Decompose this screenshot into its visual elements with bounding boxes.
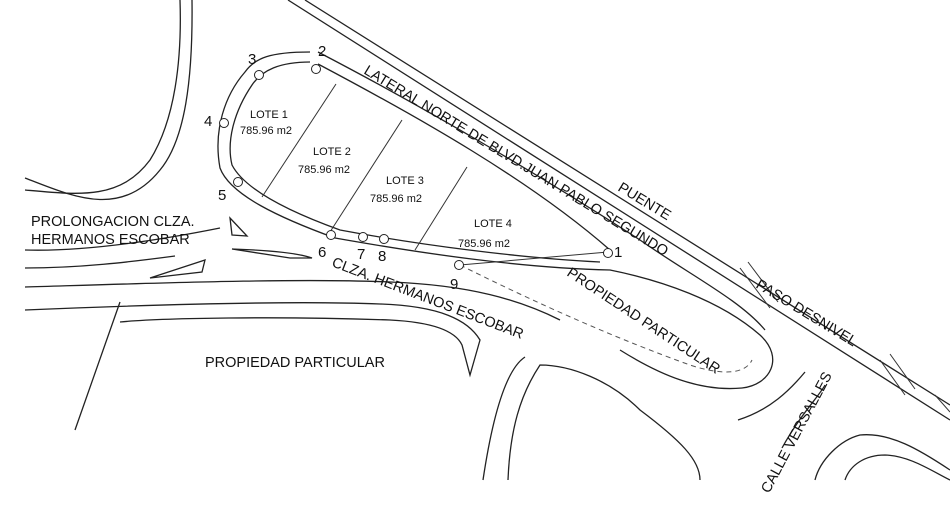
propiedad-particular-left: PROPIEDAD PARTICULAR <box>205 355 385 371</box>
lot-labels: LOTE 1 785.96 m2 LOTE 2 785.96 m2 LOTE 3… <box>240 109 512 250</box>
survey-point-8 <box>379 234 389 244</box>
point-label-2: 2 <box>318 43 326 60</box>
propiedad-particular-right: PROPIEDAD PARTICULAR <box>564 265 723 378</box>
lot-4-area: 785.96 m2 <box>458 238 510 250</box>
point-labels: 1 2 3 4 5 6 7 8 9 <box>204 43 622 293</box>
lot-3-area: 785.96 m2 <box>370 193 422 205</box>
survey-point-6 <box>326 230 336 240</box>
prolongacion-edge <box>24 227 221 251</box>
survey-point-1 <box>603 248 613 258</box>
point-label-6: 6 <box>318 244 326 261</box>
point-label-8: 8 <box>378 248 386 265</box>
point-label-1: 1 <box>614 244 622 261</box>
calle-versalles-label: CALLE VERSALLES <box>758 370 835 496</box>
survey-point-4 <box>219 118 229 128</box>
lateral-norte-label: LATERAL NORTE DE BLVD.JUAN PABLO SEGUNDO <box>361 63 671 260</box>
survey-point-5 <box>233 177 243 187</box>
point-label-9: 9 <box>450 276 458 293</box>
versalles-curve <box>737 371 806 421</box>
point-label-4: 4 <box>204 113 212 130</box>
point-label-7: 7 <box>357 246 365 263</box>
lower-road-left <box>482 356 526 481</box>
survey-point-3 <box>254 70 264 80</box>
lot-3-name: LOTE 3 <box>386 175 424 187</box>
survey-point-9 <box>454 260 464 270</box>
prolongacion-label-line1: PROLONGACION CLZA. <box>31 214 195 230</box>
traffic-islands <box>149 216 313 279</box>
lot-1-area: 785.96 m2 <box>240 125 292 137</box>
boulevard-lines <box>287 0 950 421</box>
point-label-3: 3 <box>248 51 256 68</box>
clza-hermanos-escobar-label: CLZA. HERMANOS ESCOBAR <box>330 255 526 343</box>
lot-2-name: LOTE 2 <box>313 146 351 158</box>
survey-points <box>219 64 613 270</box>
survey-point-2 <box>311 64 321 74</box>
point-label-5: 5 <box>218 187 226 204</box>
avenue-lower-edge <box>24 302 481 378</box>
prolongacion-label-line2: HERMANOS ESCOBAR <box>31 232 190 248</box>
dashed-boundary <box>459 264 753 373</box>
lot-4-name: LOTE 4 <box>474 218 512 230</box>
lot-division-lines <box>261 83 609 266</box>
avenue-upper-edge <box>24 279 561 321</box>
lot-1-name: LOTE 1 <box>250 109 288 121</box>
survey-point-7 <box>358 232 368 242</box>
lot-2-area: 785.96 m2 <box>298 164 350 176</box>
paso-desnivel-label: PASO DESNIVEL <box>753 277 860 350</box>
upper-left-curve <box>24 0 193 201</box>
